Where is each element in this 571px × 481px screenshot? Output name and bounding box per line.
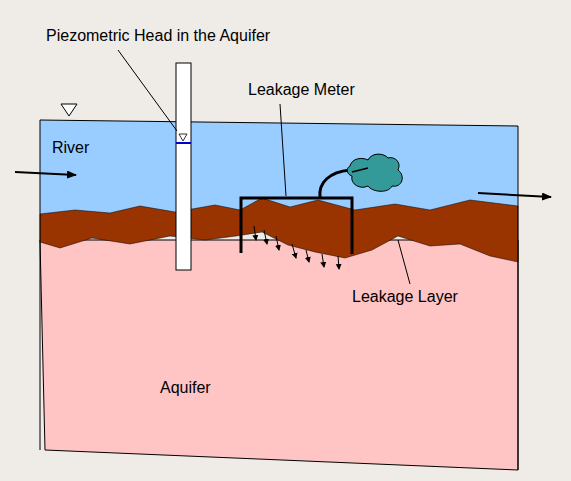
region-name: River [52, 139, 89, 157]
region-label-area: Aquifer [160, 379, 211, 397]
region-name: Aquifer [160, 379, 211, 397]
aquifer-region [40, 240, 518, 470]
leader-line [118, 50, 177, 131]
leakage-layer-band [40, 198, 518, 262]
flow-arrow [478, 193, 551, 197]
water-level-symbol [61, 104, 77, 116]
leakage-meter [241, 198, 352, 254]
seepage-arrows [254, 226, 339, 269]
meter-tube [320, 170, 350, 198]
leader-line [398, 240, 410, 284]
collection-bag [347, 154, 402, 191]
region-label-area: River [52, 139, 89, 157]
callout-label: Leakage Meter [248, 81, 355, 99]
callout-label: Leakage Layer [352, 288, 458, 306]
callout-label: Piezometric Head in the Aquifer [46, 27, 270, 45]
leader-line [280, 104, 286, 196]
observation-well [176, 63, 191, 270]
flow-arrow [15, 172, 76, 175]
